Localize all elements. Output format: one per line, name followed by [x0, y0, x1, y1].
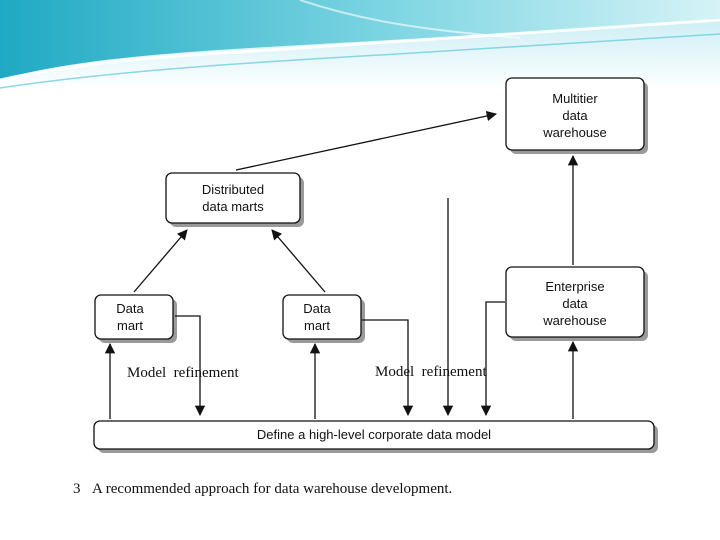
distributed-line-2: data marts	[202, 199, 264, 214]
model-refinement-left-label: Model refinement	[127, 365, 239, 381]
data-mart-right-node: Data mart	[282, 294, 365, 343]
model-refinement-right-label: Model refinement	[375, 364, 487, 380]
data-mart-left-line-1: Data	[116, 301, 144, 316]
data-mart-right-line-1: Data	[303, 301, 331, 316]
data-mart-left-node: Data mart	[94, 294, 177, 343]
header-banner	[0, 0, 720, 90]
arrow-right-mart-to-distributed	[271, 229, 326, 293]
arrow-right-refinement	[362, 319, 414, 417]
arrow-enterprise-refinement	[480, 301, 505, 417]
figure-number: 3	[73, 481, 81, 497]
enterprise-data-warehouse-node: Enterprise data warehouse	[505, 266, 648, 341]
arrow-left-refinement	[175, 315, 206, 417]
distributed-data-marts-node: Distributed data marts	[165, 172, 304, 227]
enterprise-line-1: Enterprise	[545, 279, 604, 294]
arrow-distributed-to-multitier	[235, 110, 498, 171]
multitier-line-1: Multitier	[552, 91, 598, 106]
multitier-data-warehouse-node: Multitier data warehouse	[505, 77, 648, 154]
multitier-line-2: data	[562, 108, 588, 123]
data-mart-left-line-2: mart	[117, 318, 143, 333]
data-mart-right-line-2: mart	[304, 318, 330, 333]
multitier-line-3: warehouse	[542, 125, 607, 140]
arrow-left-mart-to-distributed	[133, 229, 188, 293]
corporate-data-model-label: Define a high-level corporate data model	[257, 427, 491, 442]
enterprise-line-2: data	[562, 296, 588, 311]
corporate-data-model-node: Define a high-level corporate data model	[93, 420, 658, 453]
figure-caption: A recommended approach for data warehous…	[92, 481, 452, 497]
enterprise-line-3: warehouse	[542, 313, 607, 328]
distributed-line-1: Distributed	[202, 182, 264, 197]
